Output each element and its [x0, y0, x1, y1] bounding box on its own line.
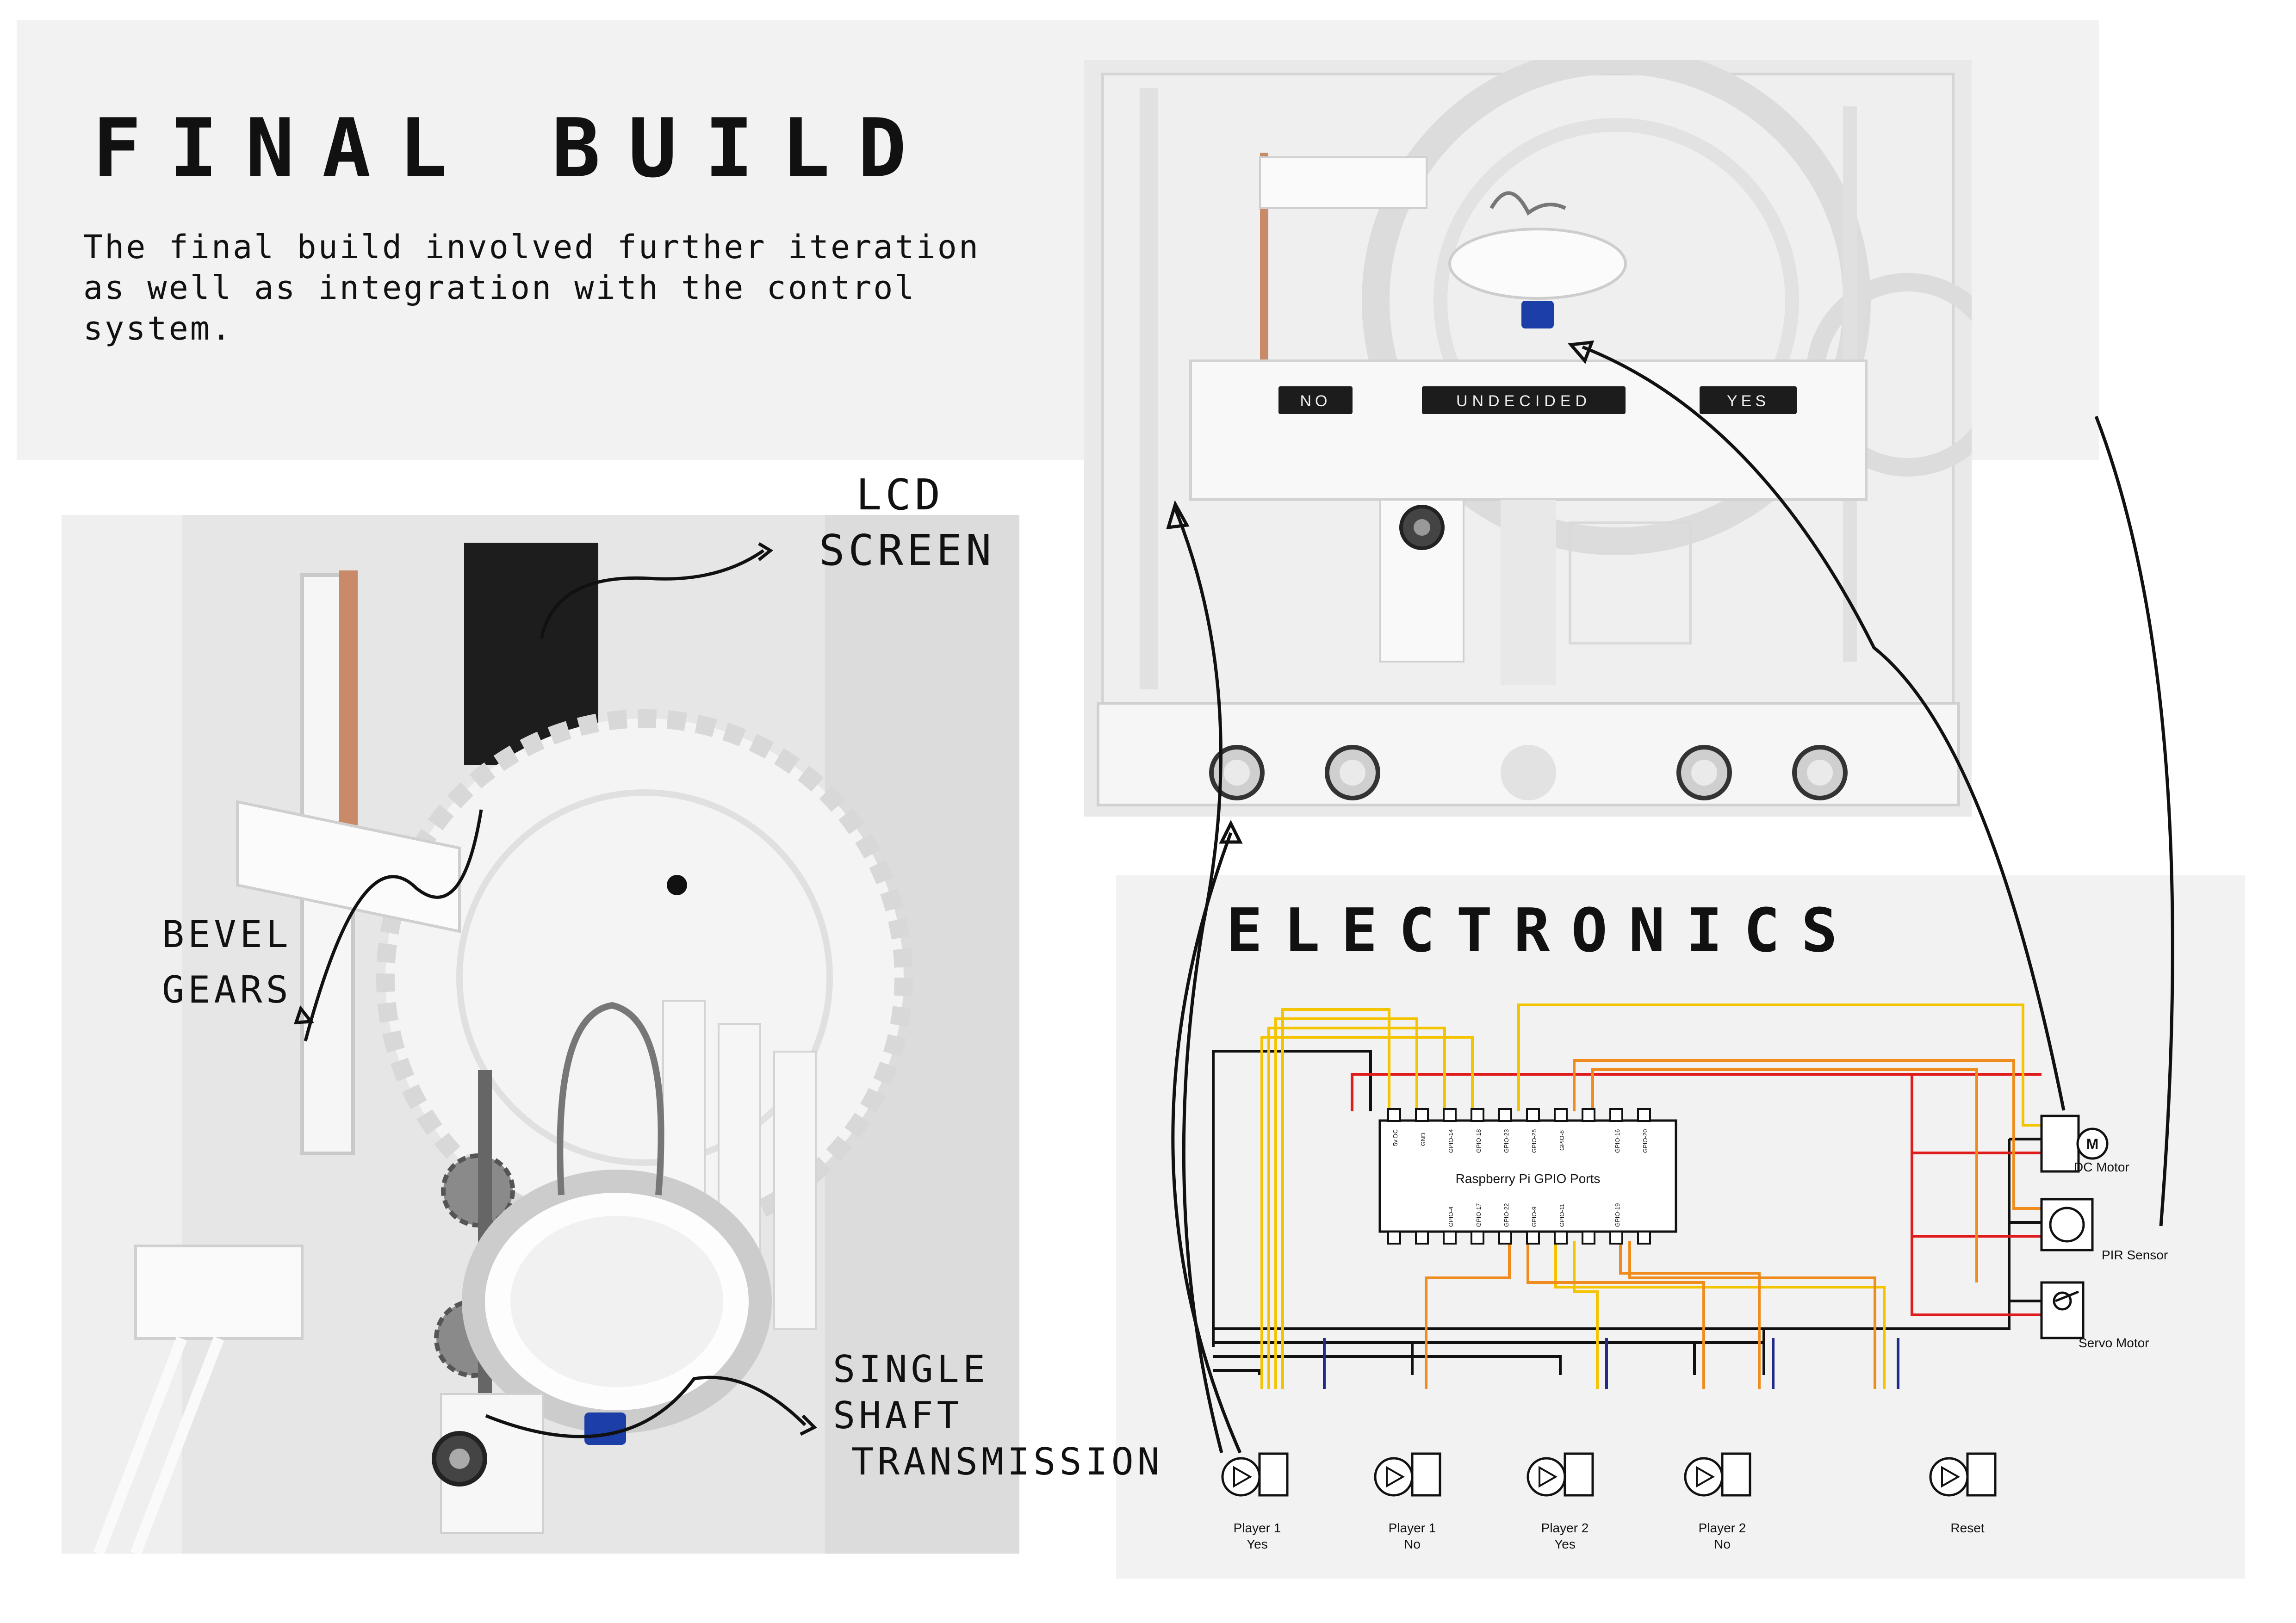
- button-player1-yes: Player 1 Yes: [1221, 1452, 1289, 1551]
- servo-motor: Servo Motor: [2040, 1281, 2149, 1350]
- dc-motor-label: DC Motor: [2074, 1160, 2129, 1174]
- pin-label: GPIO-8: [1558, 1130, 1565, 1151]
- pin-row-bottom: [1387, 1231, 1651, 1245]
- annotation-line: LCD: [856, 470, 944, 520]
- annotation-line: GEARS: [162, 968, 292, 1011]
- bevel-gears-annotation: BEVEL GEARS: [162, 907, 292, 1018]
- mechanism-photo: [62, 515, 1019, 1554]
- button-label: Reset: [1950, 1521, 1984, 1535]
- pin-label: GPIO-4: [1447, 1207, 1454, 1227]
- button-player2-no: Player 2 No: [1684, 1452, 1751, 1551]
- electronics-schematic: 5v DC GND GPIO-14 GPIO-18 GPIO-23 GPIO-2…: [1212, 1004, 2168, 1551]
- annotation-line: TRANSMISSION: [851, 1440, 1163, 1483]
- pin-label: GPIO-18: [1475, 1129, 1482, 1153]
- button-player2-yes: Player 2 Yes: [1527, 1452, 1594, 1551]
- pin-label: GPIO-23: [1503, 1129, 1510, 1153]
- annotation-line: BEVEL: [162, 913, 292, 956]
- pin-label: GPIO-20: [1642, 1129, 1649, 1153]
- page-description: The final build involved further iterati…: [83, 227, 980, 349]
- pir-sensor: PIR Sensor: [2040, 1198, 2168, 1262]
- description-line: as well as integration with the control: [83, 269, 916, 307]
- button-label: Yes: [1554, 1537, 1576, 1551]
- label-no: NO: [1300, 392, 1331, 410]
- annotation-line: SHAFT: [833, 1394, 963, 1437]
- pir-sensor-label: PIR Sensor: [2102, 1248, 2168, 1262]
- description-line: The final build involved further iterati…: [83, 228, 980, 266]
- pin-label: GPIO-19: [1614, 1203, 1621, 1227]
- pin-label: GPIO-11: [1558, 1204, 1565, 1227]
- page-title: FINAL BUILD: [93, 102, 934, 196]
- board-label: Raspberry Pi GPIO Ports: [1456, 1171, 1601, 1186]
- pin-row-top: [1387, 1108, 1651, 1122]
- button-label: No: [1404, 1537, 1421, 1551]
- electronics-title: ELECTRONICS: [1226, 895, 1859, 966]
- pin-label: GPIO-25: [1531, 1129, 1538, 1153]
- lcd-annotation: LCD SCREEN: [819, 467, 995, 578]
- button-label: Player 2: [1541, 1521, 1589, 1535]
- pin-label: GPIO-14: [1447, 1129, 1454, 1153]
- final-build-illustration: NO UNDECIDED YES: [1084, 60, 1972, 817]
- single-shaft-annotation: SINGLE SHAFT TRANSMISSION: [833, 1346, 1163, 1485]
- motor-symbol: M: [2086, 1136, 2099, 1152]
- dc-motor: M DC Motor: [2040, 1115, 2129, 1174]
- pin-label: 5v DC: [1392, 1129, 1399, 1146]
- annotation-line: SCREEN: [819, 526, 995, 575]
- button-label: Player 2: [1699, 1521, 1746, 1535]
- mechanism-illustration: [62, 515, 1019, 1554]
- button-label: Player 1: [1234, 1521, 1281, 1535]
- button-label: Player 1: [1389, 1521, 1436, 1535]
- servo-motor-label: Servo Motor: [2079, 1336, 2149, 1350]
- description-line: system.: [83, 310, 233, 347]
- button-label: No: [1714, 1537, 1731, 1551]
- final-build-photo: NO UNDECIDED YES: [1084, 60, 1972, 817]
- annotation-line: SINGLE: [833, 1348, 989, 1391]
- button-label: Yes: [1247, 1537, 1268, 1551]
- arcade-buttons: [1209, 745, 1848, 800]
- button-player1-no: Player 1 No: [1374, 1452, 1441, 1551]
- pin-label: GPIO-22: [1503, 1203, 1510, 1227]
- label-undecided: UNDECIDED: [1456, 392, 1591, 410]
- pin-label: GPIO-16: [1614, 1129, 1621, 1153]
- pin-label: GND: [1420, 1133, 1427, 1146]
- label-yes: YES: [1727, 392, 1769, 410]
- pin-label: GPIO-9: [1531, 1207, 1538, 1227]
- pin-label: GPIO-17: [1475, 1203, 1482, 1227]
- button-reset: Reset: [1929, 1452, 1997, 1535]
